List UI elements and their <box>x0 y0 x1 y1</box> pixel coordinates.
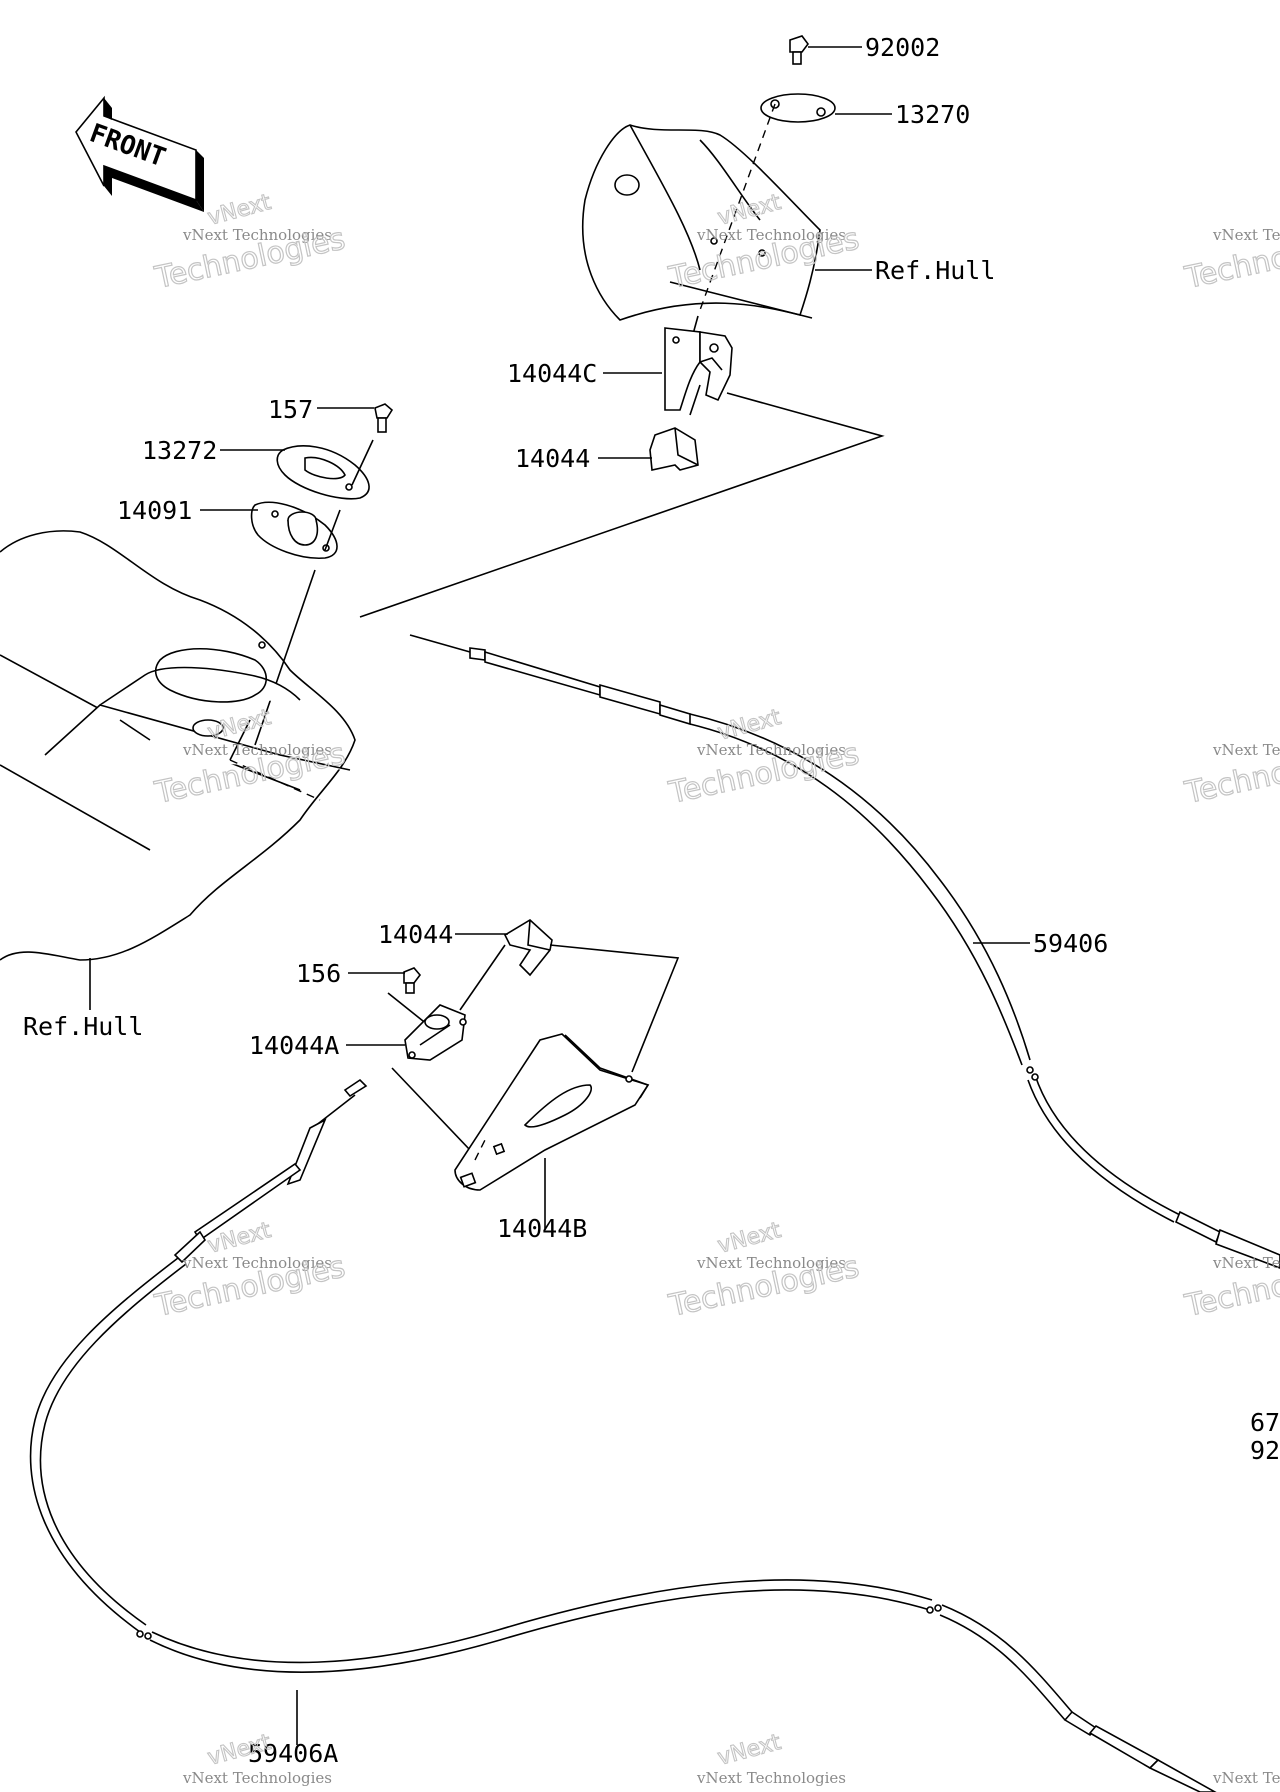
cable-59406 <box>409 634 1280 1269</box>
watermark-8: vNext vNext Technologies Technologies <box>665 1217 863 1324</box>
clip-14044-mid <box>503 919 553 977</box>
label-13272: 13272 <box>142 436 217 465</box>
label-92002: 92002 <box>865 33 940 62</box>
svg-text:vNext Technologies: vNext Technologies <box>1212 741 1280 759</box>
svg-text:vNext: vNext <box>715 1730 784 1771</box>
watermark-11: vNext vNext Technologies <box>696 1729 846 1787</box>
clamp-14044A <box>404 1004 467 1061</box>
svg-text:vNext Technologies: vNext Technologies <box>182 226 332 244</box>
svg-text:vNext Technologies: vNext Technologies <box>696 1769 846 1787</box>
front-arrow-icon: FRONT <box>75 95 204 212</box>
svg-text:vNext Technologies: vNext Technologies <box>1212 1254 1280 1272</box>
svg-text:vNext: vNext <box>715 705 784 746</box>
svg-text:vNext Technologies: vNext Technologies <box>182 1769 332 1787</box>
bracket-14044C <box>664 327 733 411</box>
label-cut-67: 67 <box>1250 1408 1280 1437</box>
watermark-5: vNext vNext Technologies Technologies <box>665 704 863 811</box>
bolt-92002 <box>789 35 809 65</box>
label-59406A: 59406A <box>248 1739 338 1768</box>
watermark-6: vNext Technologies Technologies <box>1181 736 1280 812</box>
svg-text:vNext Technologies: vNext Technologies <box>1212 226 1280 244</box>
label-157: 157 <box>268 395 313 424</box>
label-14044-mid: 14044 <box>378 920 453 949</box>
gasket-13272 <box>276 445 370 500</box>
label-14044C: 14044C <box>507 359 597 388</box>
label-14044B: 14044B <box>497 1214 587 1243</box>
label-13270: 13270 <box>895 100 970 129</box>
hull-left-shape <box>0 530 356 961</box>
grommet-14091 <box>250 501 338 559</box>
watermark-1: vNext vNext Technologies Technologies <box>151 189 349 296</box>
svg-text:vNext: vNext <box>715 1218 784 1259</box>
watermark-7: vNext vNext Technologies Technologies <box>151 1217 349 1324</box>
label-ref-hull-top: Ref.Hull <box>875 256 995 285</box>
label-156: 156 <box>296 959 341 988</box>
label-cut-92: 92 <box>1250 1436 1280 1465</box>
plate-14044B <box>454 1033 650 1191</box>
label-59406: 59406 <box>1033 929 1108 958</box>
svg-text:vNext Technologies: vNext Technologies <box>1212 1769 1280 1787</box>
gasket-13270 <box>760 93 836 123</box>
label-14044A: 14044A <box>249 1031 339 1060</box>
watermark-9: vNext Technologies Technologies <box>1181 1249 1280 1325</box>
watermark-3: vNext Technologies Technologies <box>1181 221 1280 297</box>
svg-text:vNext: vNext <box>715 190 784 231</box>
label-14044-top: 14044 <box>515 444 590 473</box>
svg-text:vNext Technologies: vNext Technologies <box>182 741 332 759</box>
label-ref-hull-left: Ref.Hull <box>23 1012 143 1041</box>
svg-text:vNext Technologies: vNext Technologies <box>696 1254 846 1272</box>
watermark-12: vNext Technologies <box>1212 1769 1280 1787</box>
bolt-156 <box>403 967 422 994</box>
label-14091: 14091 <box>117 496 192 525</box>
cable-59406A <box>29 1078 1217 1792</box>
svg-text:vNext Technologies: vNext Technologies <box>696 741 846 759</box>
watermark-2: vNext vNext Technologies Technologies <box>665 189 863 296</box>
svg-text:vNext: vNext <box>205 190 274 231</box>
svg-text:vNext Technologies: vNext Technologies <box>696 226 846 244</box>
bolt-157 <box>374 403 394 433</box>
svg-text:vNext Technologies: vNext Technologies <box>182 1254 332 1272</box>
clip-14044-top <box>649 427 699 471</box>
hull-upper-shape <box>581 124 821 321</box>
